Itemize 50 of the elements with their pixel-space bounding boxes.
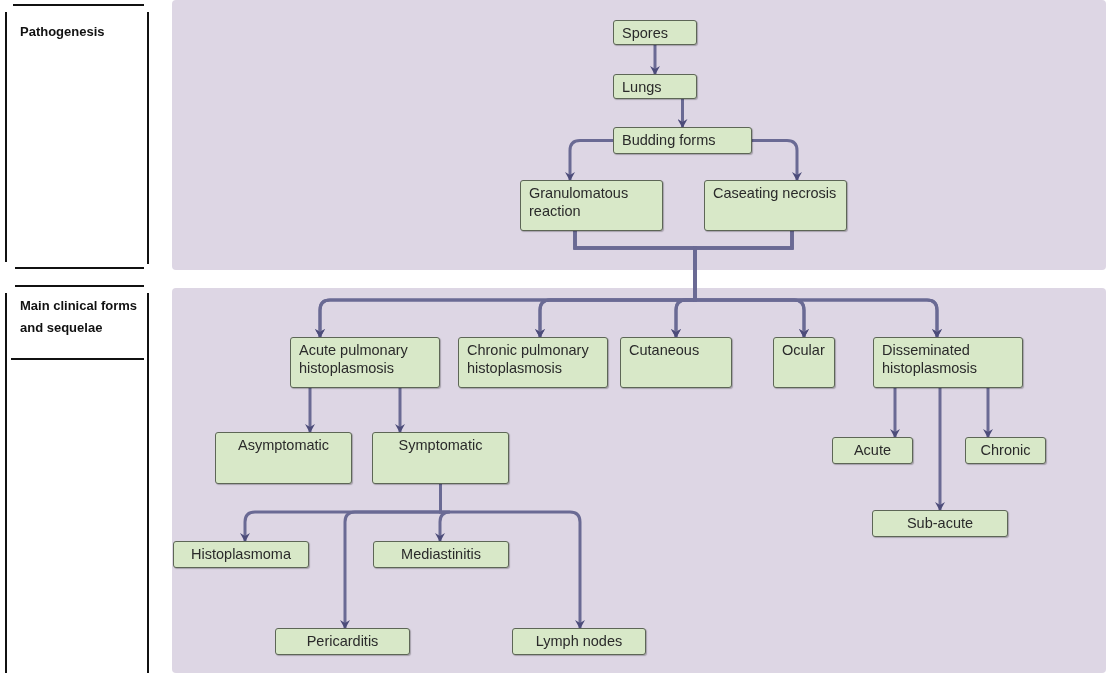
box-label: Acute pulmonary histoplasmosis [299, 341, 409, 377]
box-label: Symptomatic [398, 436, 483, 454]
process-box [372, 432, 509, 484]
box-label: Cutaneous [629, 341, 700, 359]
process-box [290, 337, 440, 388]
box-label: Caseating necrosis [713, 184, 837, 202]
process-box [965, 437, 1046, 464]
process-box [613, 20, 697, 45]
arrow [305, 388, 315, 433]
process-box [704, 180, 847, 231]
arrow [983, 388, 993, 438]
box-label: Sub-acute [906, 514, 974, 532]
box-label: Histoplasmoma [191, 545, 291, 563]
process-box [173, 541, 309, 568]
box-label: Granulomatous reaction [529, 184, 630, 220]
box-label: Chronic [980, 441, 1031, 459]
row-heading: Pathogenesis [20, 23, 106, 41]
box-label: Acute [853, 441, 892, 459]
process-box [832, 437, 913, 464]
process-box [773, 337, 835, 388]
arrow [395, 388, 405, 433]
arrow [935, 388, 945, 511]
box-label: Pericarditis [306, 632, 379, 650]
arrow [752, 139, 802, 181]
arrow [439, 484, 585, 629]
arrow [677, 99, 688, 128]
process-box [520, 180, 663, 231]
box-label: Budding forms [622, 131, 716, 149]
process-box [215, 432, 352, 484]
arrow [890, 388, 900, 438]
arrow [650, 45, 660, 75]
arrow [565, 139, 613, 181]
box-label: Ocular [782, 341, 825, 359]
process-box [373, 541, 509, 568]
process-box [620, 337, 732, 388]
box-label: Asymptomatic [237, 436, 330, 454]
box-label: Lymph nodes [535, 632, 623, 650]
process-box [873, 337, 1023, 388]
box-label: Lungs [622, 78, 662, 96]
process-box [275, 628, 410, 655]
process-box [872, 510, 1008, 537]
process-box [613, 74, 697, 99]
row-heading: Main clinical forms and sequelae [20, 297, 139, 337]
box-label: Spores [622, 24, 668, 42]
process-box [512, 628, 646, 655]
process-box [458, 337, 608, 388]
box-label: Chronic pulmonary histoplasmosis [467, 341, 590, 377]
box-label: Disseminated histoplasmosis [882, 341, 979, 377]
box-label: Mediastinitis [401, 545, 481, 563]
process-box [613, 127, 752, 154]
